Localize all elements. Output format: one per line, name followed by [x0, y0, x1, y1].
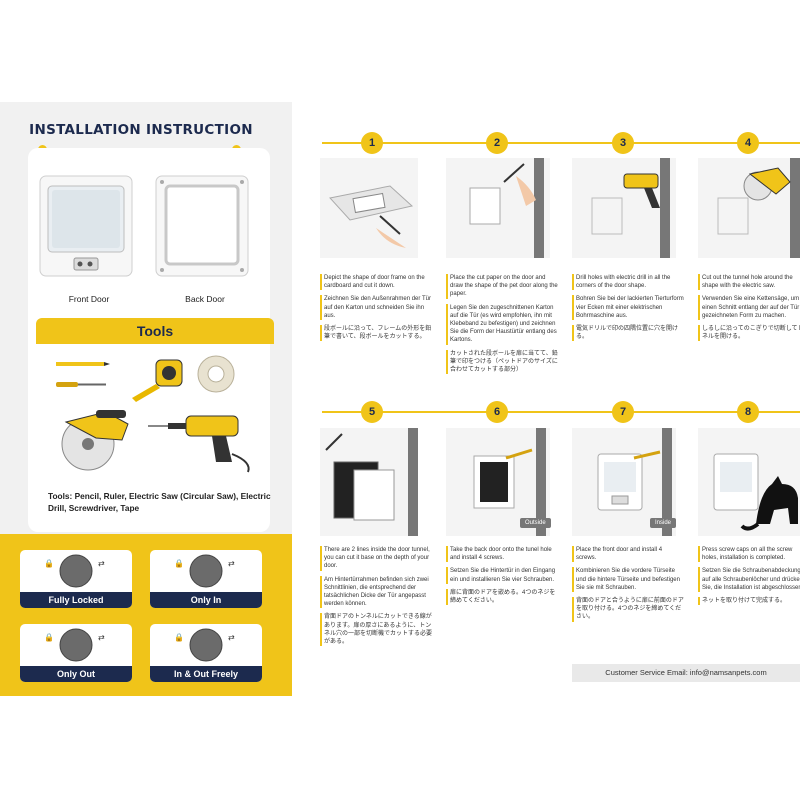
step-1-number: 1	[361, 132, 383, 154]
svg-text:⇄: ⇄	[98, 559, 105, 568]
svg-text:⇄: ⇄	[98, 633, 105, 642]
step-3-image	[572, 158, 676, 258]
step-4-number: 4	[737, 132, 759, 154]
step-8-de: Setzen Sie die Schraubenabdeckung auf al…	[698, 567, 800, 593]
row2-line	[322, 411, 800, 413]
lock-mode-label: Fully Locked	[20, 592, 132, 608]
step-8-en: Press screw caps on all the screw holes,…	[698, 546, 800, 563]
step-7-image	[572, 428, 676, 536]
step-1-de: Zeichnen Sie den Außenrahmen der Tür auf…	[320, 295, 432, 321]
front-door-image	[39, 175, 133, 277]
step-3-number: 3	[612, 132, 634, 154]
lock-dial-icon: 🔒⇄	[174, 628, 235, 662]
lock-modes-section: 🔒⇄ Fully Locked 🔒⇄ Only In 🔒⇄ Only Out 🔒…	[0, 534, 292, 696]
row1-line	[322, 142, 800, 144]
lock-mode-fully-locked: 🔒⇄ Fully Locked	[20, 550, 132, 608]
step-3-de: Bohren Sie bei der lackierten Tierturfor…	[572, 295, 684, 321]
customer-service-email: Customer Service Email: info@namsanpets.…	[572, 664, 800, 682]
lock-mode-label: Only Out	[20, 666, 132, 682]
tools-heading: Tools	[36, 318, 274, 344]
page-title: INSTALLATION INSTRUCTION	[29, 122, 253, 138]
lock-dial-icon: 🔒⇄	[44, 554, 105, 588]
step-1-image	[320, 158, 418, 258]
step-2-ja: カットされた段ボールを扉に当てて、鉛筆で印をつける（ペットドアのサイズに合わせて…	[446, 349, 558, 375]
step-1-en: Depict the shape of door frame on the ca…	[320, 274, 432, 291]
front-door-label: Front Door	[68, 294, 110, 304]
step-7-ja: 背面のドアと合うように扉に前面のドアを取り付ける。4つのネジを締めてください。	[572, 597, 684, 622]
tape-measure-icon	[132, 359, 183, 402]
step-6-text: Take the back door onto the tunel hole a…	[446, 546, 558, 610]
step-2-text: Place the cut paper on the door and draw…	[446, 274, 558, 379]
step-2-de: Legen Sie den zugeschnittenen Karton auf…	[446, 303, 558, 345]
step-6-en: Take the back door onto the tunel hole a…	[446, 546, 558, 563]
svg-text:⇄: ⇄	[228, 559, 235, 568]
cat-silhouette-icon	[740, 476, 798, 531]
step-5-en: There are 2 lines inside the door tunnel…	[320, 546, 432, 571]
step-3-ja: 電気ドリルで印の四隅位置に穴を開ける。	[572, 325, 684, 342]
step-4-ja: しるしに沿ってのこぎりで切断してトンネルを開ける。	[698, 325, 800, 342]
step-2-image	[446, 158, 550, 258]
lock-mode-label: In & Out Freely	[150, 666, 262, 682]
step-8-ja: ネットを取り付けて完成する。	[698, 597, 800, 606]
step-1-text: Depict the shape of door frame on the ca…	[320, 274, 432, 346]
lock-dial-icon: 🔒⇄	[174, 554, 235, 588]
step-2-en: Place the cut paper on the door and draw…	[446, 274, 558, 299]
step-5-text: There are 2 lines inside the door tunnel…	[320, 546, 432, 651]
step-3-text: Drill holes with electric drill in all t…	[572, 274, 684, 346]
step-1-ja: 段ボールに沿って、フレームの外形を鉛筆で書いて、段ボールをカットする。	[320, 325, 432, 342]
step-8-image	[698, 428, 800, 536]
tools-list: Tools: Pencil, Ruler, Electric Saw (Circ…	[48, 491, 271, 513]
step-6-number: 6	[486, 401, 508, 423]
step-4-de: Verwenden Sie eine Kettensäge, um einen …	[698, 295, 800, 321]
step-2-number: 2	[486, 132, 508, 154]
step-3-en: Drill holes with electric drill in all t…	[572, 274, 684, 291]
step-5-image	[320, 428, 418, 536]
lock-dial-icon: 🔒⇄	[44, 628, 105, 662]
step-7-text: Place the front door and install 4 screw…	[572, 546, 684, 627]
step-4-en: Cut out the tunnel hole around the shape…	[698, 274, 800, 291]
steps-panel: 1 Depict the shape of door frame on the …	[292, 102, 800, 696]
back-door-image	[155, 175, 249, 277]
left-panel: INSTALLATION INSTRUCTION Front Door Back…	[0, 102, 292, 696]
lock-mode-label: Only In	[150, 592, 262, 608]
svg-text:🔒: 🔒	[44, 633, 54, 642]
step-4-text: Cut out the tunnel hole around the shape…	[698, 274, 800, 346]
svg-text:⇄: ⇄	[228, 633, 235, 642]
tape-roll-icon	[197, 355, 235, 393]
lock-mode-only-in: 🔒⇄ Only In	[150, 550, 262, 608]
circular-saw-icon	[61, 410, 129, 471]
pencil-icon	[56, 362, 110, 366]
lock-mode-in-out-freely: 🔒⇄ In & Out Freely	[150, 624, 262, 682]
back-door-label: Back Door	[185, 294, 225, 304]
step-5-ja: 背面ドアのトンネルにカットできる線があります。扉の厚さにあるように、トンネル穴の…	[320, 613, 432, 647]
svg-text:🔒: 🔒	[174, 559, 184, 568]
lock-mode-only-out: 🔒⇄ Only Out	[20, 624, 132, 682]
step-5-number: 5	[361, 401, 383, 423]
step-5-de: Am Hintertürrahmen befinden sich zwei Sc…	[320, 575, 432, 609]
outside-tag: Outside	[520, 518, 551, 528]
step-4-image	[698, 158, 800, 258]
step-7-number: 7	[612, 401, 634, 423]
svg-text:🔒: 🔒	[44, 559, 54, 568]
screwdriver-icon	[56, 382, 106, 387]
step-6-ja: 扉に背面のドアを嵌める。4つのネジを締めてください。	[446, 588, 558, 606]
electric-drill-icon	[148, 415, 250, 473]
step-8-number: 8	[737, 401, 759, 423]
step-8-text: Press screw caps on all the screw holes,…	[698, 546, 800, 610]
step-7-en: Place the front door and install 4 screw…	[572, 546, 684, 563]
tools-illustration	[56, 355, 250, 473]
step-6-de: Setzen Sie die Hintertür in den Eingang …	[446, 567, 558, 584]
inside-tag: Inside	[650, 518, 677, 528]
svg-text:🔒: 🔒	[174, 633, 184, 642]
step-7-de: Kombinieren Sie die vordere Türseite und…	[572, 567, 684, 593]
